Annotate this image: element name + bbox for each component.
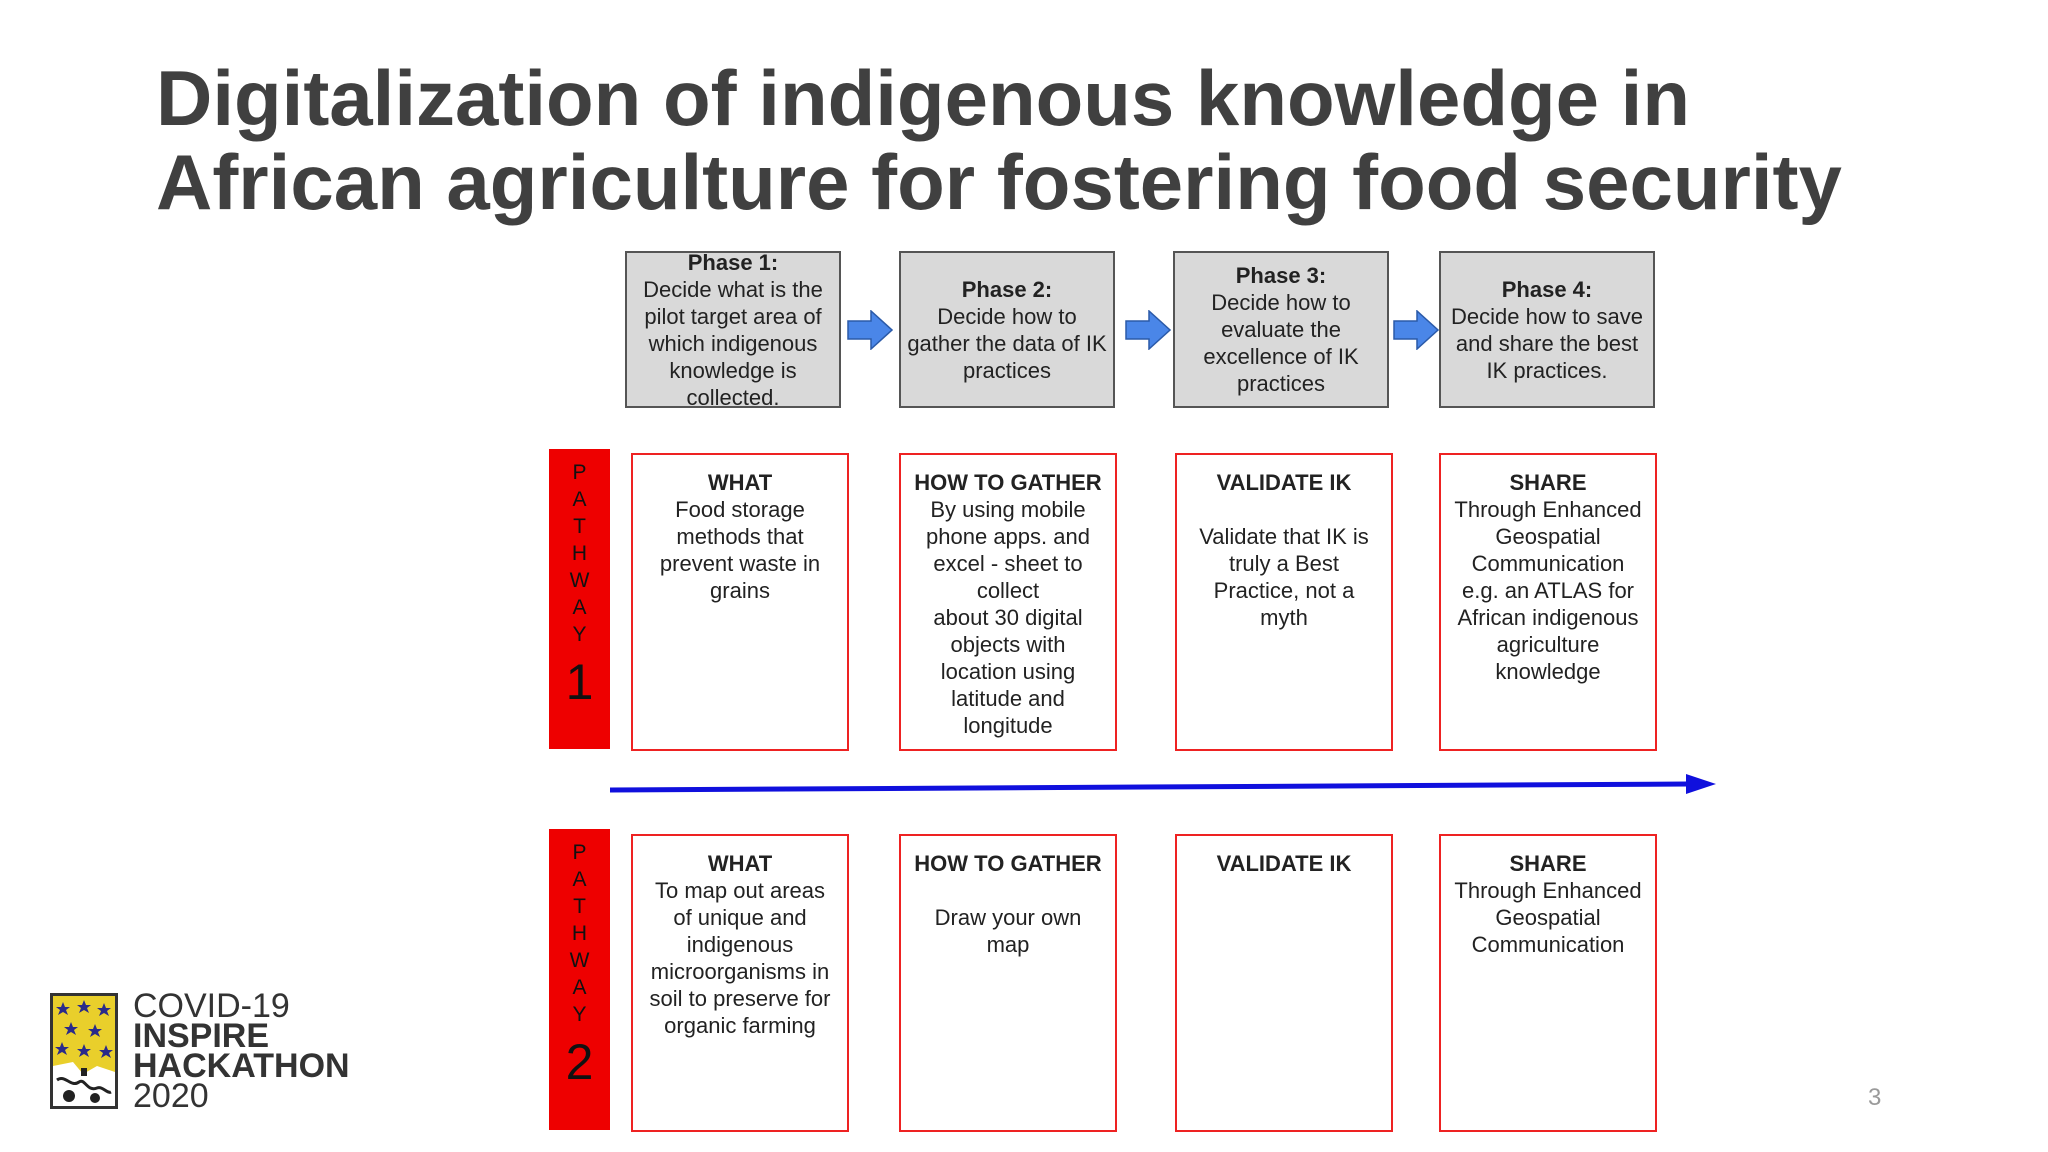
card-text: Draw your own map [934, 905, 1082, 957]
logo-line-year: 2020 [133, 1077, 209, 1115]
arrow-right-icon [1125, 310, 1171, 350]
pathway-1-number: 1 [565, 654, 594, 710]
phase-4-box: Phase 4: Decide how to save and share th… [1439, 251, 1655, 408]
pathway-2-gather-card: HOW TO GATHER Draw your own map [899, 834, 1117, 1132]
card-text: Through Enhanced Geospatial Communicatio… [1454, 878, 1642, 957]
hackathon-badge-icon [50, 993, 118, 1109]
phase-2-text: Decide how to gather the data of IK prac… [907, 303, 1107, 383]
title-line-2: African agriculture for fostering food s… [156, 138, 1842, 226]
card-heading: WHAT [707, 851, 773, 876]
card-heading: SHARE [1509, 470, 1587, 495]
card-text: Validate that IK is truly a Best Practic… [1199, 524, 1369, 630]
card-text: To map out areas of unique and indigenou… [649, 878, 831, 1038]
phase-2-title: Phase 2: [961, 276, 1053, 302]
phase-3-title: Phase 3: [1235, 263, 1327, 288]
card-heading: SHARE [1509, 851, 1587, 876]
pathway-1-label: P A T H W A Y 1 [549, 449, 610, 749]
logo-line-hackathon: HACKATHON [133, 1047, 350, 1085]
phase-1-box: Phase 1: Decide what is the pilot target… [625, 249, 841, 410]
pathway-1-gather-card: HOW TO GATHER By using mobile phone apps… [899, 453, 1117, 751]
phase-3-text: Decide how to evaluate the excellence of… [1203, 290, 1359, 396]
logo-line-inspire: INSPIRE [133, 1017, 270, 1055]
card-heading: HOW TO GATHER [914, 851, 1102, 876]
card-heading: VALIDATE IK [1216, 470, 1352, 495]
pathway-1-what-card: WHAT Food storage methods that prevent w… [631, 453, 849, 751]
arrow-right-icon [847, 310, 893, 350]
pathway-1-letters: P A T H W A Y [569, 461, 590, 646]
phase-3-box: Phase 3: Decide how to evaluate the exce… [1173, 251, 1389, 408]
page-number: 3 [1868, 1084, 1882, 1111]
card-heading: VALIDATE IK [1216, 851, 1352, 876]
pathway-2-what-card: WHAT To map out areas of unique and indi… [631, 834, 849, 1132]
timeline-arrow-icon [610, 774, 1716, 794]
slide-title: Digitalization of indigenous knowledge i… [156, 56, 1956, 224]
pathway-2-letters: P A T H W A Y [569, 841, 590, 1026]
title-line-1: Digitalization of indigenous knowledge i… [156, 54, 1690, 142]
phase-2-box: Phase 2: Decide how to gather the data o… [899, 251, 1115, 408]
phase-1-text: Decide what is the pilot target area of … [643, 276, 823, 410]
pathway-2-number: 2 [565, 1034, 594, 1090]
phase-4-title: Phase 4: [1501, 276, 1593, 302]
pathway-2-label: P A T H W A Y 2 [549, 829, 610, 1130]
card-text: Through Enhanced Geospatial Communicatio… [1454, 497, 1642, 684]
card-heading: HOW TO GATHER [914, 470, 1102, 495]
pathway-1-validate-card: VALIDATE IK Validate that IK is truly a … [1175, 453, 1393, 751]
logo-line-covid: COVID-19 [133, 987, 290, 1025]
pathway-2-share-card: SHARE Through Enhanced Geospatial Commun… [1439, 834, 1657, 1132]
pathway-2-validate-card: VALIDATE IK [1175, 834, 1393, 1132]
arrow-right-icon [1393, 310, 1439, 350]
card-heading: WHAT [707, 470, 773, 495]
pathway-1-share-card: SHARE Through Enhanced Geospatial Commun… [1439, 453, 1657, 751]
phase-1-title: Phase 1: [687, 249, 779, 275]
hackathon-logo: COVID-19 INSPIRE HACKATHON 2020 [50, 987, 380, 1115]
card-text: Food storage methods that prevent waste … [659, 497, 821, 603]
phase-4-text: Decide how to save and share the best IK… [1451, 303, 1643, 383]
card-text: By using mobile phone apps. and excel - … [926, 497, 1090, 738]
